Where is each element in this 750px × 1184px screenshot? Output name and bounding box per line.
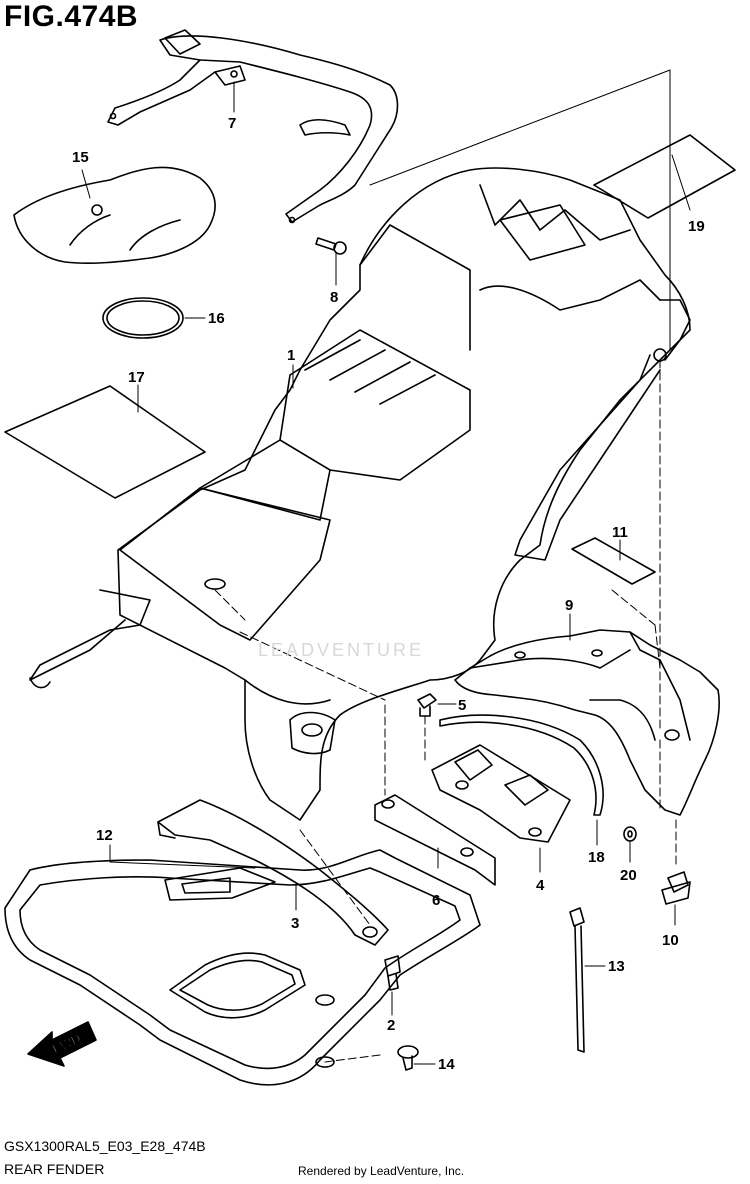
part-2-bolt[interactable] (384, 955, 401, 991)
callout-3: 3 (291, 915, 299, 932)
callout-4: 4 (536, 877, 545, 894)
part-16-ring[interactable] (102, 297, 184, 339)
callout-10: 10 (662, 932, 679, 949)
figure-code: GSX1300RAL5_E03_E28_474B (4, 1138, 206, 1154)
figure-title: FIG.474B (4, 0, 139, 33)
alignment-lines (214, 359, 677, 1063)
callout-9: 9 (565, 597, 573, 614)
callout-17: 17 (128, 369, 145, 386)
callout-6: 6 (432, 892, 440, 909)
rendered-by: Rendered by LeadVenture, Inc. (298, 1164, 465, 1178)
part-15-pad[interactable] (13, 166, 216, 265)
figure-caption: REAR FENDER (4, 1161, 105, 1177)
part-14-rivet[interactable] (397, 1045, 419, 1071)
part-6-plate[interactable] (374, 794, 496, 886)
fwd-arrow-icon: FWD (27, 1021, 97, 1067)
part-18-strip[interactable] (439, 714, 604, 816)
part-19-sheet[interactable] (593, 134, 736, 219)
part-11-sticker[interactable] (571, 537, 656, 585)
callout-15: 15 (72, 149, 89, 166)
callout-7: 7 (228, 115, 236, 132)
callout-12: 12 (96, 827, 113, 844)
callout-13: 13 (608, 958, 625, 975)
part-5-clip[interactable] (417, 693, 437, 717)
callout-labels: 7 8 15 16 17 1 19 11 9 5 18 4 20 6 10 13… (72, 115, 705, 1073)
callout-8: 8 (330, 289, 338, 306)
leader-lines (81, 69, 691, 1065)
callout-19: 19 (688, 218, 705, 235)
callout-20: 20 (620, 867, 637, 884)
part-1-rear-fender[interactable] (29, 167, 691, 821)
part-17-sheet[interactable] (4, 385, 206, 499)
callout-16: 16 (208, 310, 225, 327)
callout-2: 2 (387, 1017, 395, 1034)
callout-11: 11 (612, 524, 628, 541)
part-12-undertray[interactable] (4, 849, 481, 1086)
watermark: LEADVENTURE (258, 640, 425, 660)
part-13-cable-tie[interactable] (569, 907, 585, 1053)
part-4-bracket[interactable] (431, 744, 571, 843)
part-20-washer[interactable] (623, 826, 637, 842)
callout-14: 14 (438, 1056, 455, 1073)
part-9-bracket[interactable] (454, 629, 720, 816)
part-7-bracket[interactable] (107, 29, 399, 224)
callout-18: 18 (588, 849, 605, 866)
callout-1: 1 (287, 347, 295, 364)
part-8-bolt[interactable] (315, 237, 347, 255)
callout-5: 5 (458, 697, 466, 714)
part-10-bolt[interactable] (661, 871, 691, 905)
